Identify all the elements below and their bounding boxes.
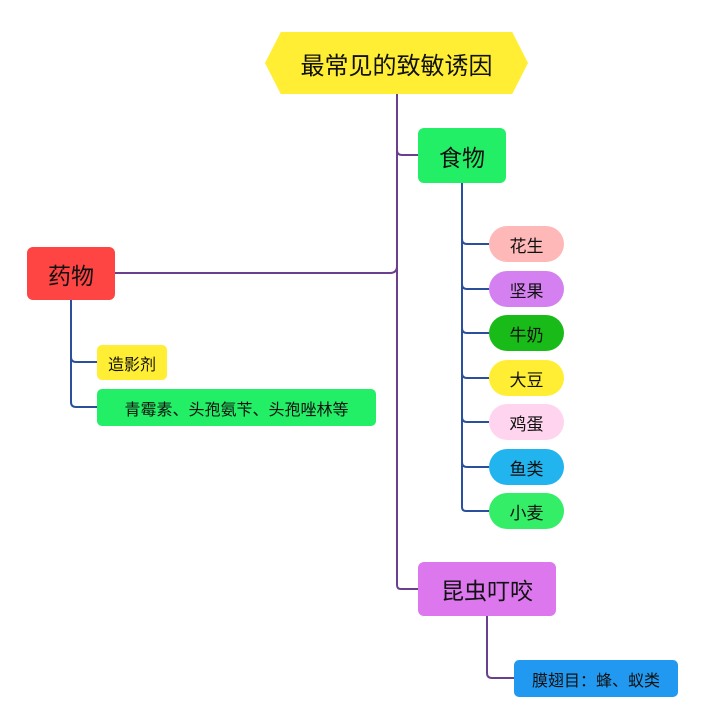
root-node[interactable]: 最常见的致敏诱因 xyxy=(265,32,528,94)
drug-item-label: 造影剂 xyxy=(107,354,156,374)
insect-item-label: 膜翅目：蜂、蚁类 xyxy=(531,670,660,690)
branch-insect-label: 昆虫叮咬 xyxy=(441,579,533,605)
connector-food-1 xyxy=(461,283,489,290)
branch-food[interactable]: 食物 xyxy=(418,128,506,183)
food-item-label: 坚果 xyxy=(509,281,544,302)
food-item-label: 小麦 xyxy=(509,503,544,524)
connector-drug-0 xyxy=(70,356,97,363)
connector-root-trunk xyxy=(396,94,418,590)
branch-food-label: 食物 xyxy=(439,145,485,172)
food-item[interactable]: 坚果 xyxy=(489,271,564,307)
drug-item[interactable]: 造影剂 xyxy=(97,345,167,380)
food-item-label: 鸡蛋 xyxy=(509,414,544,435)
drug-item-label: 青霉素、头孢氨苄、头孢唑林等 xyxy=(124,399,349,419)
connector-insect-0 xyxy=(486,616,514,679)
insect-item[interactable]: 膜翅目：蜂、蚁类 xyxy=(514,660,678,697)
food-item-label: 大豆 xyxy=(509,370,544,391)
food-item[interactable]: 花生 xyxy=(489,226,564,262)
branch-drug-label: 药物 xyxy=(48,263,94,290)
connector-root-food xyxy=(396,149,418,156)
food-item-label: 花生 xyxy=(509,236,544,257)
connector-drug-trunk xyxy=(70,300,97,408)
root-label: 最常见的致敏诱因 xyxy=(300,51,493,80)
food-item-label: 鱼类 xyxy=(509,459,544,480)
food-item[interactable]: 牛奶 xyxy=(489,315,564,351)
connector-food-5 xyxy=(461,461,489,468)
food-item[interactable]: 鱼类 xyxy=(489,449,564,485)
connector-food-2 xyxy=(461,327,489,334)
connector-root-drug xyxy=(115,265,398,274)
food-item-label: 牛奶 xyxy=(509,325,544,346)
food-item[interactable]: 鸡蛋 xyxy=(489,404,564,440)
connector-food-trunk xyxy=(461,183,489,512)
food-item[interactable]: 小麦 xyxy=(489,493,564,529)
food-item[interactable]: 大豆 xyxy=(489,360,564,396)
connector-food-3 xyxy=(461,372,489,379)
branch-drug[interactable]: 药物 xyxy=(27,247,115,300)
drug-item[interactable]: 青霉素、头孢氨苄、头孢唑林等 xyxy=(97,389,376,426)
connector-food-4 xyxy=(461,416,489,423)
connector-food-0 xyxy=(461,238,489,245)
branch-insect[interactable]: 昆虫叮咬 xyxy=(418,562,556,616)
